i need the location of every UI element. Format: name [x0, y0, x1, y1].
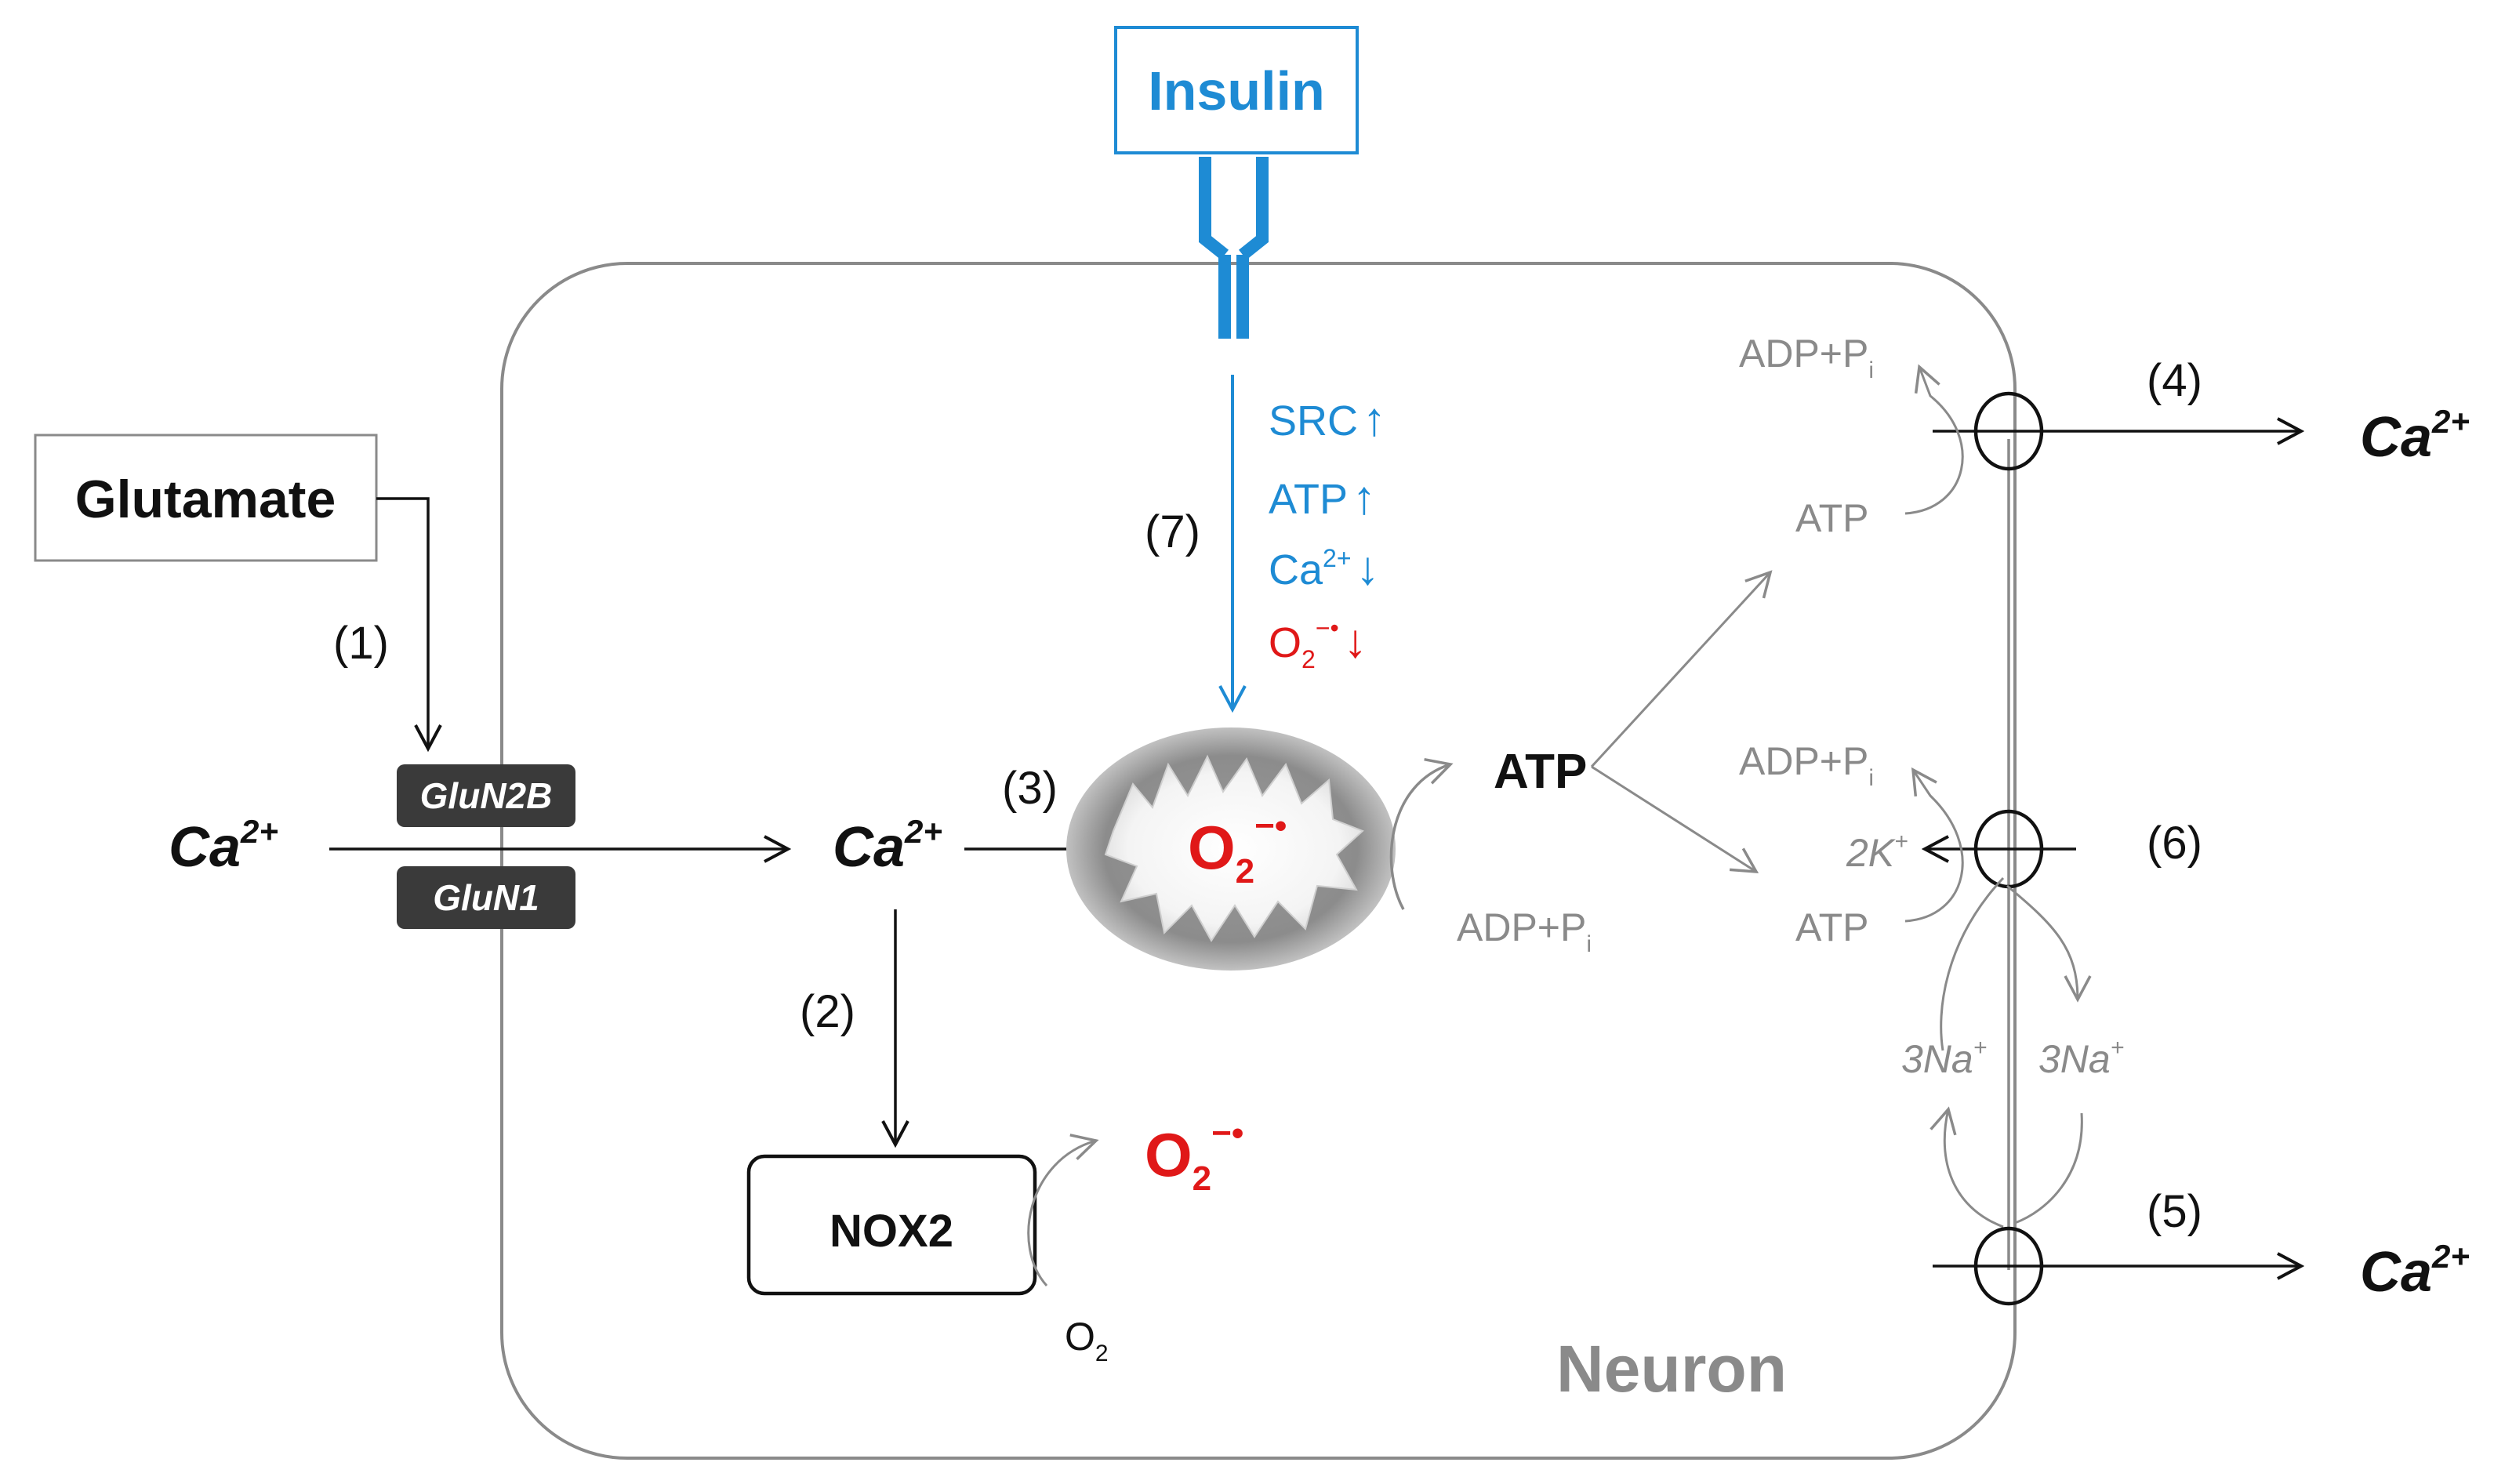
- sodium-in-label: 3Na+: [1901, 1035, 1987, 1081]
- nox2-label: NOX2: [830, 1206, 953, 1257]
- calcium-extracellular: Ca2+: [169, 813, 278, 879]
- insulin-label: Insulin: [1148, 60, 1325, 122]
- atp-split-arrows: [1590, 570, 1773, 768]
- mito-adp-label: ADP+Pi: [1457, 905, 1592, 957]
- mitochondrion-cristae: [1104, 754, 1364, 942]
- effect-atp: ATP↑: [1269, 471, 1376, 524]
- sodium-out-curve: [2006, 884, 2092, 1003]
- insulin-receptor: [1199, 157, 1269, 339]
- effect-src: SRC↑: [1269, 393, 1386, 445]
- neuron-label: Neuron: [1556, 1332, 1787, 1406]
- pump-6-atp-curve: [1904, 767, 1964, 923]
- sodium-in-curve: [2014, 1112, 2083, 1225]
- insulin-effects-list: SRC↑ ATP↑ Ca2+↓ O2−•↓: [1269, 393, 1386, 673]
- pump-5: [1973, 1226, 2044, 1306]
- neuron-membrane: [500, 262, 2017, 1460]
- glun2b-label: GluN2B: [420, 775, 553, 816]
- step-1-label: (1): [333, 618, 389, 669]
- mito-atp-label: ATP: [1494, 745, 1587, 799]
- sodium-ncx-curve: [1929, 1106, 2004, 1228]
- pump-6-atp-label: ATP: [1795, 905, 1869, 949]
- effect-superoxide: O2−•↓: [1269, 614, 1367, 673]
- calcium-out-bottom: Ca2+: [2360, 1238, 2470, 1304]
- pump-4-atp-curve: [1904, 364, 1964, 515]
- glutamate-arrow: [376, 497, 428, 749]
- sodium-out-label: 3Na+: [2038, 1035, 2124, 1081]
- glutamate-label: Glutamate: [75, 470, 336, 529]
- mito-atp-curve: [1389, 757, 1454, 910]
- step-4-label: (4): [2147, 355, 2202, 406]
- nox2-superoxide: O2−•: [1145, 1114, 1243, 1198]
- step-2-label: (2): [800, 986, 855, 1037]
- step-5-label: (5): [2147, 1186, 2202, 1237]
- pump-4-adp-label: ADP+Pi: [1739, 332, 1874, 383]
- step-3-label: (3): [1002, 763, 1058, 814]
- pump-6-adp-label: ADP+Pi: [1739, 739, 1874, 791]
- atp-split-arrow-lower: [1591, 765, 1759, 874]
- sodium-pump-loop: [1940, 876, 2005, 1051]
- pump-4: [1973, 391, 2044, 471]
- calcium-out-top: Ca2+: [2360, 403, 2470, 469]
- oxygen-label: O2: [1065, 1315, 1109, 1366]
- glun1-subunit: [397, 866, 575, 929]
- insulin-box: [1114, 26, 1359, 154]
- mito-superoxide: O2−•: [1188, 807, 1287, 891]
- pump-4-atp-label: ATP: [1795, 496, 1869, 540]
- potassium-label: 2K+: [1846, 829, 1908, 875]
- nox2-curve: [1027, 1134, 1099, 1287]
- calcium-intracellular: Ca2+: [833, 813, 942, 879]
- glun1-label: GluN1: [433, 877, 539, 918]
- glutamate-box: [34, 434, 378, 562]
- step-7-label: (7): [1145, 506, 1200, 557]
- effect-calcium: Ca2+↓: [1269, 542, 1380, 594]
- glun2b-subunit: [397, 764, 575, 827]
- step-6-label: (6): [2147, 818, 2202, 869]
- nox2-box: [746, 1154, 1037, 1296]
